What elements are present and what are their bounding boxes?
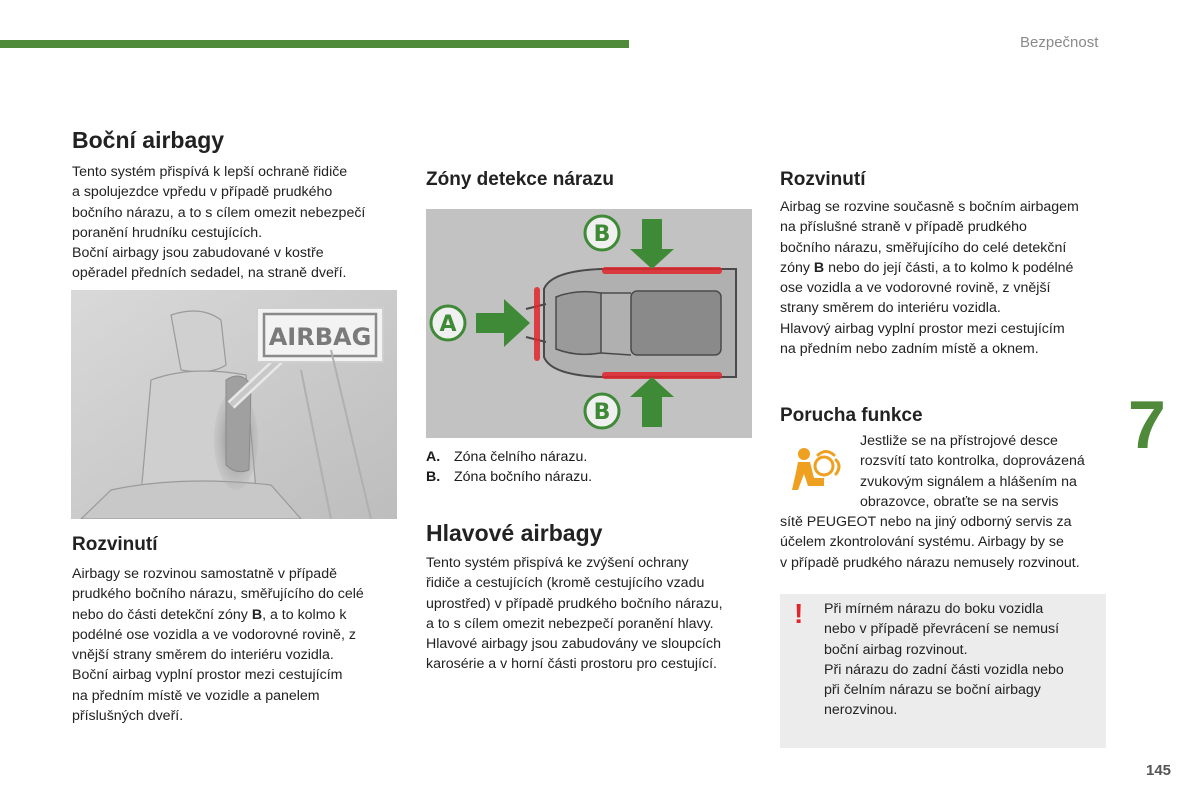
deployment-side-paragraph: Airbagy se rozvinou samostatně v případě… — [72, 566, 364, 725]
malfunction-paragraph: sítě PEUGEOT nebo na jiný odborný servis… — [780, 514, 1080, 571]
impact-zones-diagram: B A B — [426, 209, 752, 438]
section-label: Bezpečnost — [1020, 34, 1099, 51]
legend-item-b: B.Zóna bočního nárazu. — [426, 469, 593, 485]
title-deployment-side: Rozvinutí — [72, 534, 158, 555]
head-airbags-paragraph: Tento systém přispívá ke zvýšení ochrany… — [426, 555, 723, 673]
chapter-number: 7 — [1128, 387, 1166, 463]
title-deployment-head: Rozvinutí — [780, 169, 866, 190]
page-number: 145 — [1146, 762, 1172, 779]
title-malfunction: Porucha funkce — [780, 405, 923, 426]
title-head-airbags: Hlavové airbagy — [426, 520, 603, 546]
zone-label-b-top: B — [594, 222, 611, 247]
header-bar — [0, 40, 629, 48]
warning-text: Při mírném nárazu do boku vozidla nebo v… — [824, 601, 1064, 719]
malfunction-paragraph-side: Jestliže se na přístrojové desce rozsvít… — [860, 433, 1085, 510]
legend-item-a: A.Zóna čelního nárazu. — [426, 449, 588, 465]
zone-label-b-bottom: B — [594, 400, 611, 425]
airbag-warning-light-icon — [790, 446, 842, 494]
title-side-airbags: Boční airbagy — [72, 127, 225, 153]
title-detection-zones: Zóny detekce nárazu — [426, 169, 614, 190]
zone-label-a: A — [439, 312, 456, 337]
warning-box — [780, 594, 1106, 748]
intro-paragraph: Tento systém přispívá k lepší ochraně ři… — [72, 164, 366, 282]
seat-airbag-illustration: AIRBAG — [71, 290, 397, 519]
airbag-label: AIRBAG — [269, 323, 372, 351]
warning-exclamation-icon: ! — [794, 598, 804, 629]
deployment-head-paragraph: Airbag se rozvine současně s bočním airb… — [780, 199, 1079, 358]
